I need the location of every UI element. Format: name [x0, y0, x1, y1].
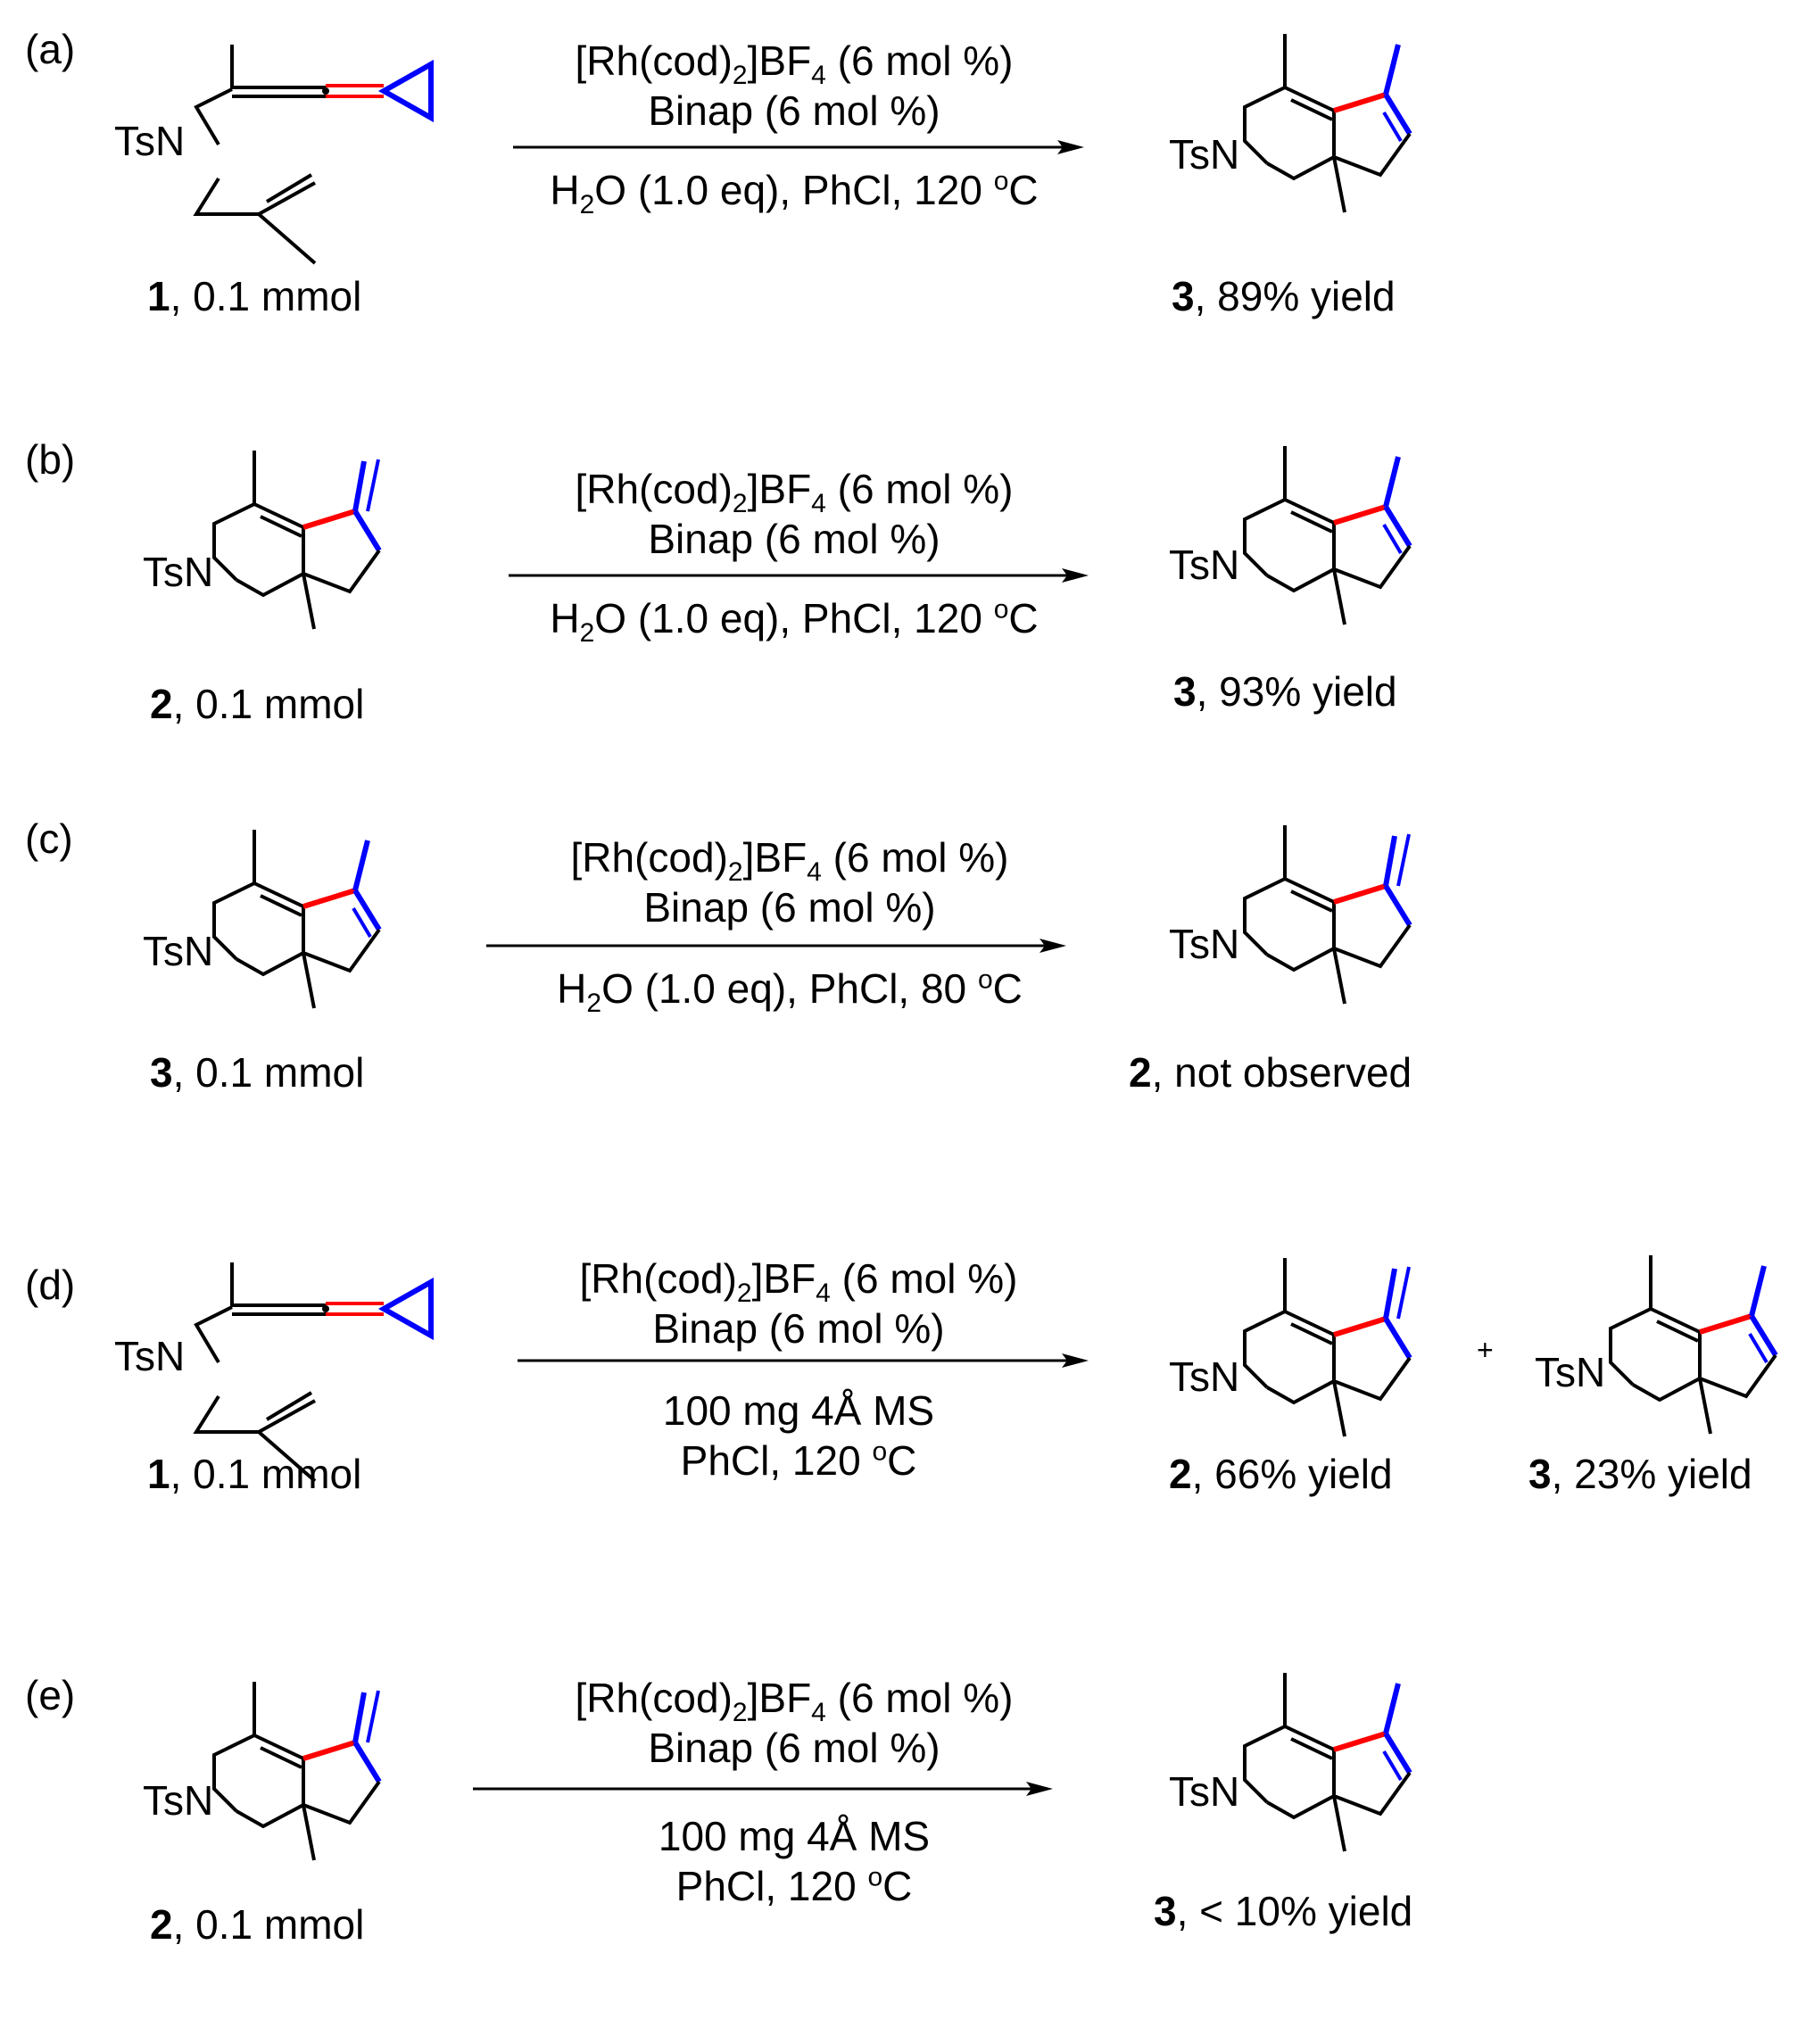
starting-material-structure — [214, 1682, 393, 1869]
product-3-structure — [1611, 1255, 1789, 1443]
reaction-arrow — [486, 939, 1066, 953]
tsn-label: TsN — [114, 118, 186, 164]
product-structure — [1245, 1673, 1423, 1860]
tsn-label: TsN — [1169, 1353, 1240, 1400]
scheme-label: (e) — [25, 1672, 76, 1718]
starting-material-structure — [214, 830, 393, 1017]
scheme-a: (a) TsN [Rh(cod)2]BF4 (6 mol %) Binap (6… — [0, 0, 1814, 398]
conditions: 100 mg 4Å MS PhCl, 120 oC — [662, 1387, 935, 1484]
product-2-structure — [1245, 1258, 1423, 1445]
product-caption: 2, not observed — [1129, 1049, 1412, 1096]
tsn-label: TsN — [143, 1777, 214, 1824]
start-caption: 2, 0.1 mmol — [150, 681, 365, 727]
scheme-d: (d) TsN [Rh(cod)2]BF4 (6 mol %) Binap (6… — [0, 1236, 1814, 1634]
reaction-arrow — [518, 1353, 1089, 1368]
product-1-caption: 2, 66% yield — [1169, 1451, 1393, 1497]
tsn-label: TsN — [1535, 1349, 1606, 1395]
start-caption: 1, 0.1 mmol — [147, 273, 362, 319]
conditions: H2O (1.0 eq), PhCl, 120 oC — [550, 166, 1039, 220]
scheme-label: (b) — [25, 436, 76, 483]
product-2-caption: 3, 23% yield — [1528, 1451, 1752, 1497]
reaction-arrow — [513, 140, 1084, 154]
product-structure — [1245, 446, 1423, 633]
product-structure — [1245, 34, 1423, 221]
reaction-arrow — [473, 1782, 1053, 1796]
starting-material-structure — [192, 45, 442, 277]
tsn-label: TsN — [114, 1333, 186, 1379]
scheme-c: (c) TsN [Rh(cod)2]BF4 (6 mol %) Binap (6… — [0, 790, 1814, 1188]
starting-material-structure — [214, 451, 393, 638]
conditions: H2O (1.0 eq), PhCl, 80 oC — [557, 964, 1023, 1019]
product-caption: 3, 93% yield — [1173, 668, 1397, 715]
reaction-arrow — [509, 568, 1089, 583]
scheme-label: (a) — [25, 26, 76, 72]
scheme-label: (c) — [25, 815, 73, 862]
product-caption: 3, 89% yield — [1172, 273, 1396, 319]
reagents: [Rh(cod)2]BF4 (6 mol %) Binap (6 mol %) — [570, 834, 1009, 931]
tsn-label: TsN — [1169, 131, 1240, 178]
reagents: [Rh(cod)2]BF4 (6 mol %) Binap (6 mol %) — [579, 1255, 1018, 1352]
product-structure — [1245, 825, 1423, 1013]
tsn-label: TsN — [1169, 1768, 1240, 1815]
scheme-b: (b) TsN [Rh(cod)2]BF4 (6 mol %) Binap (6… — [0, 410, 1814, 808]
tsn-label: TsN — [1169, 921, 1240, 967]
scheme-label: (d) — [25, 1262, 76, 1308]
conditions: 100 mg 4Å MS PhCl, 120 oC — [658, 1813, 931, 1909]
reagents: [Rh(cod)2]BF4 (6 mol %) Binap (6 mol %) — [575, 1675, 1014, 1771]
tsn-label: TsN — [143, 928, 214, 974]
product-caption: 3, < 10% yield — [1154, 1888, 1413, 1934]
tsn-label: TsN — [1169, 542, 1240, 588]
plus-sign: + — [1477, 1334, 1494, 1366]
reagents: [Rh(cod)2]BF4 (6 mol %) Binap (6 mol %) — [575, 466, 1014, 562]
reagents: [Rh(cod)2]BF4 (6 mol %) Binap (6 mol %) — [575, 37, 1014, 134]
tsn-label: TsN — [143, 549, 214, 595]
start-caption: 3, 0.1 mmol — [150, 1049, 365, 1096]
scheme-e: (e) TsN [Rh(cod)2]BF4 (6 mol %) Binap (6… — [0, 1646, 1814, 2044]
start-caption: 1, 0.1 mmol — [147, 1451, 362, 1497]
conditions: H2O (1.0 eq), PhCl, 120 oC — [550, 594, 1039, 649]
start-caption: 2, 0.1 mmol — [150, 1901, 365, 1948]
